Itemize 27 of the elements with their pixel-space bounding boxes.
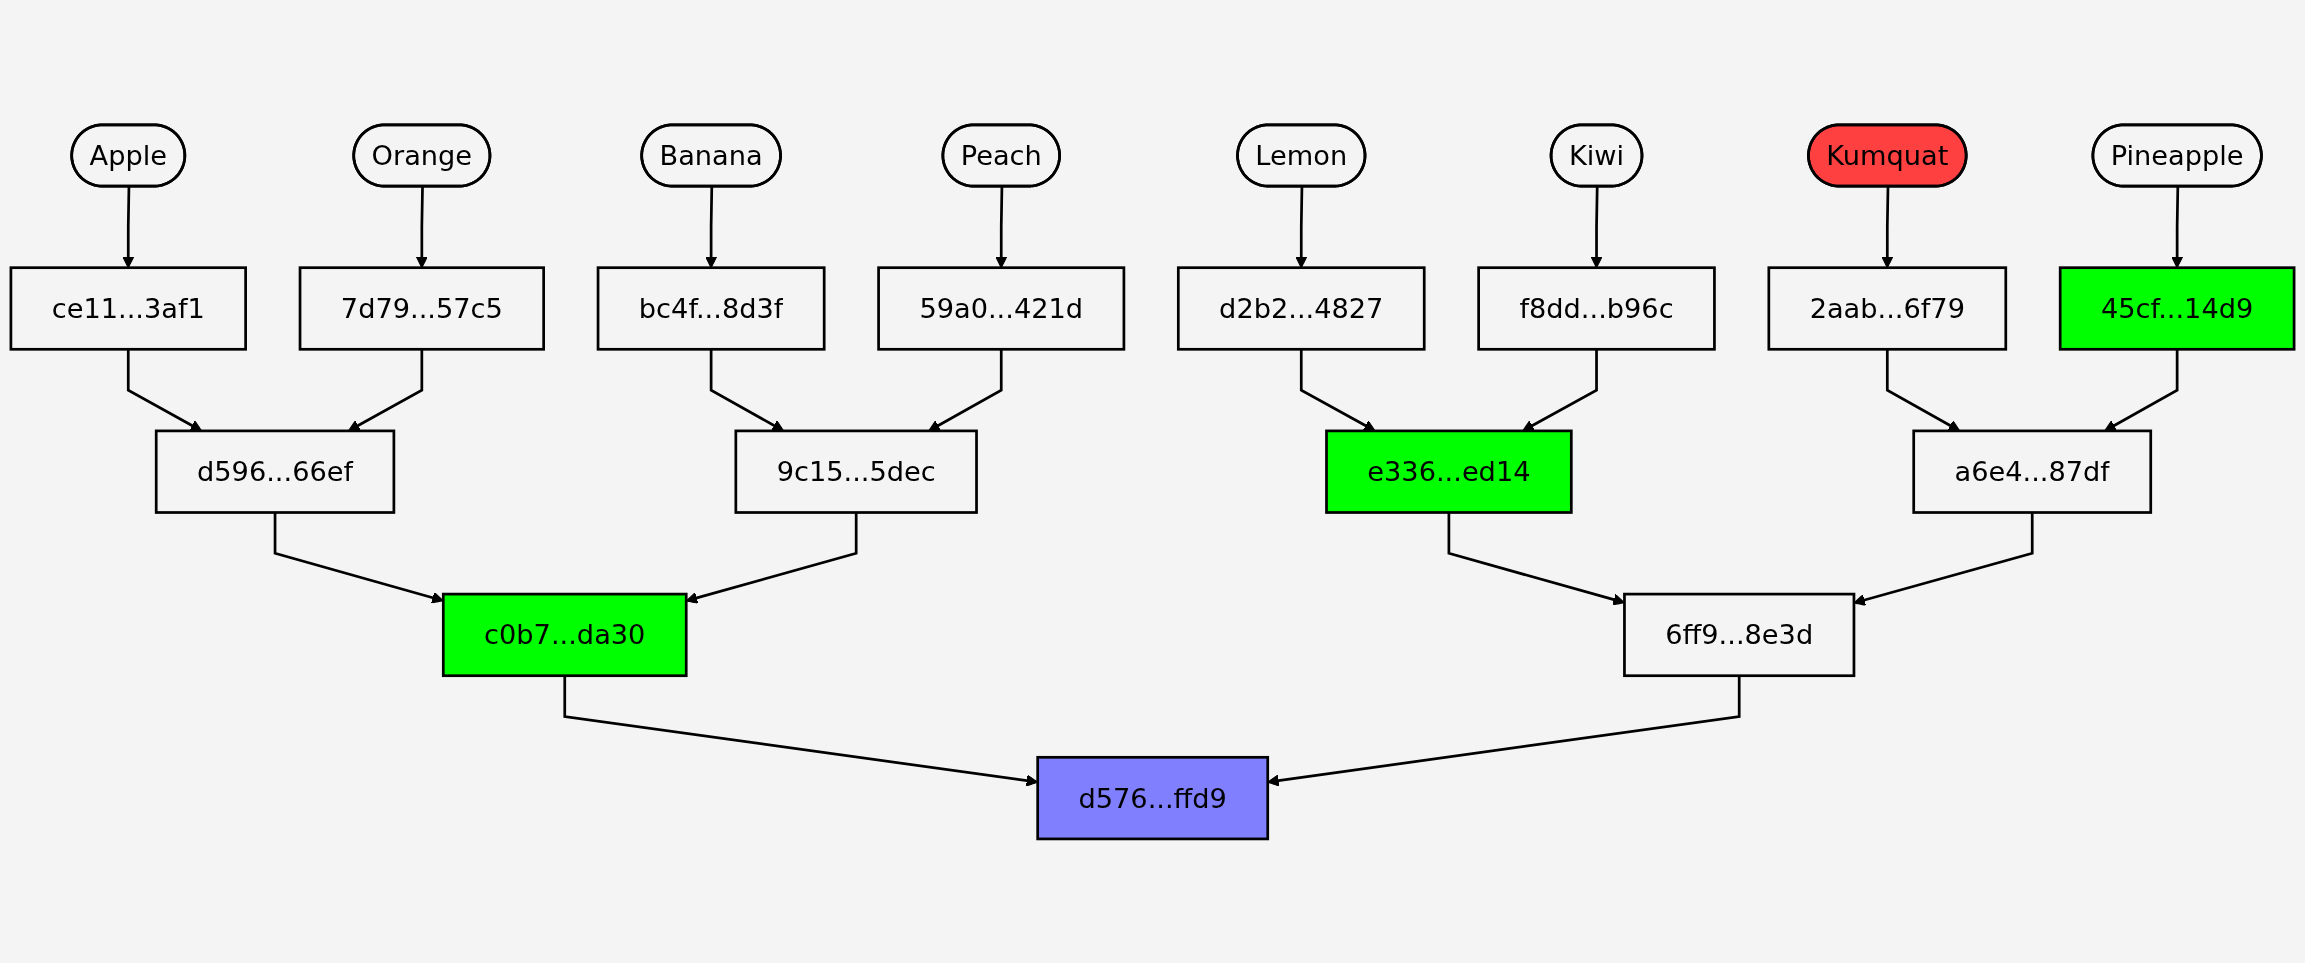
node-box: d2b2...4827	[1176, 265, 1426, 351]
arrow	[273, 512, 444, 604]
node-box: c0b7...da30	[441, 592, 688, 677]
node-box: 6ff9...8e3d	[1623, 592, 1856, 677]
arrow	[1881, 186, 1894, 268]
node-box: f8dd...b96c	[1477, 265, 1716, 351]
node-box: d596...66ef	[154, 429, 396, 514]
node-box: 59a0...421d	[877, 265, 1126, 351]
node-box: 9c15...5dec	[734, 429, 978, 514]
node-box: 7d79...57c5	[298, 265, 545, 351]
arrow	[122, 186, 135, 268]
arrow	[705, 186, 718, 268]
arrow	[1295, 186, 1308, 268]
node-box: 2aab...6f79	[1767, 265, 2008, 351]
node-box: a6e4...87df	[1912, 429, 2153, 514]
node-box: ce11...3af1	[9, 265, 247, 351]
arrow	[995, 186, 1008, 268]
arrow	[415, 186, 428, 268]
arrow	[2171, 186, 2184, 268]
node-box: d576...ffd9	[1036, 755, 1270, 840]
arrow	[1447, 512, 1625, 606]
arrow	[1590, 186, 1603, 268]
arrow	[1853, 512, 2034, 606]
node-box: e336...ed14	[1325, 429, 1573, 514]
arrow	[1267, 675, 1741, 787]
node-box: bc4f...8d3f	[596, 265, 826, 351]
node-box: 45cf...14d9	[2058, 265, 2296, 351]
